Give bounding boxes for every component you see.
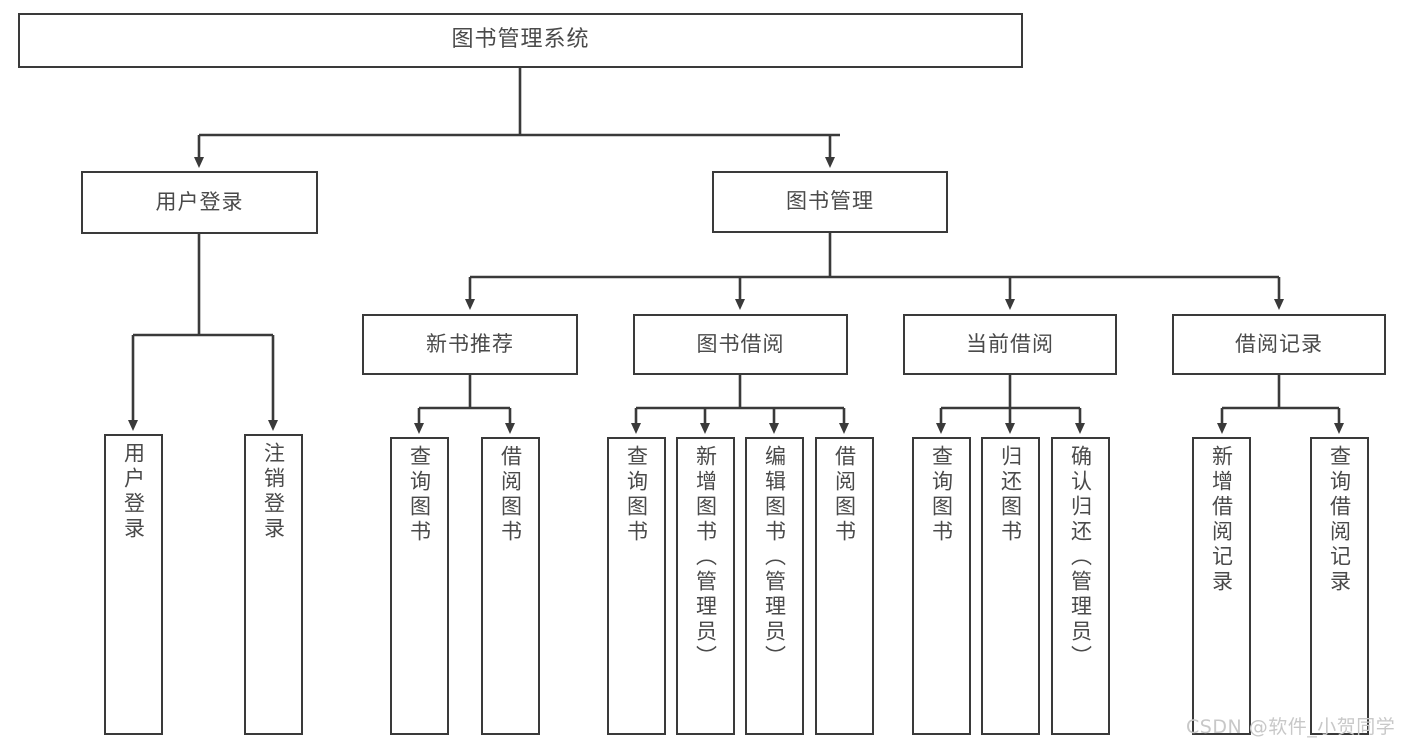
leaf-current-borrow-return-book[interactable]: 归还图书	[981, 437, 1040, 735]
node-label: 借阅记录	[1235, 331, 1323, 356]
leaf-current-borrow-confirm-return-admin[interactable]: 确认归还（管理员）	[1051, 437, 1110, 735]
leaf-label: 归还图书	[998, 445, 1023, 545]
node-borrow-record[interactable]: 借阅记录	[1172, 314, 1386, 375]
leaf-current-borrow-query-book[interactable]: 查询图书	[912, 437, 971, 735]
leaf-label: 编辑图书（管理员）	[762, 445, 787, 670]
node-new-book-recommend[interactable]: 新书推荐	[362, 314, 578, 375]
node-user-login[interactable]: 用户登录	[81, 171, 318, 234]
node-root-system[interactable]: 图书管理系统	[18, 13, 1023, 68]
leaf-label: 查询图书	[407, 445, 432, 545]
leaf-new-book-query-book[interactable]: 查询图书	[390, 437, 449, 735]
leaf-label: 新增借阅记录	[1209, 445, 1234, 595]
leaf-new-book-borrow-book[interactable]: 借阅图书	[481, 437, 540, 735]
node-label: 图书管理系统	[451, 27, 590, 53]
leaf-label: 查询图书	[929, 445, 954, 545]
node-book-management[interactable]: 图书管理	[712, 171, 948, 233]
node-label: 图书管理	[786, 189, 874, 214]
node-book-borrow[interactable]: 图书借阅	[633, 314, 848, 375]
leaf-book-borrow-edit-book-admin[interactable]: 编辑图书（管理员）	[745, 437, 804, 735]
leaf-label: 确认归还（管理员）	[1068, 445, 1093, 670]
leaf-label: 新增图书（管理员）	[693, 445, 718, 670]
leaf-borrow-record-query-record[interactable]: 查询借阅记录	[1310, 437, 1369, 735]
leaf-label: 借阅图书	[832, 445, 857, 545]
leaf-label: 查询借阅记录	[1327, 445, 1352, 595]
node-current-borrow[interactable]: 当前借阅	[903, 314, 1117, 375]
leaf-borrow-record-add-record[interactable]: 新增借阅记录	[1192, 437, 1251, 735]
node-label: 图书借阅	[696, 331, 785, 356]
leaf-label: 用户登录	[121, 442, 146, 542]
leaf-book-borrow-borrow-book[interactable]: 借阅图书	[815, 437, 874, 735]
leaf-user-login-login[interactable]: 用户登录	[104, 434, 163, 735]
leaf-book-borrow-query-book[interactable]: 查询图书	[607, 437, 666, 735]
node-label: 新书推荐	[426, 331, 514, 356]
leaf-user-login-logout[interactable]: 注销登录	[244, 434, 303, 735]
leaf-label: 查询图书	[624, 445, 649, 545]
leaf-label: 借阅图书	[498, 445, 523, 545]
node-label: 当前借阅	[966, 331, 1054, 356]
csdn-watermark: CSDN @软件_小贺同学	[1186, 716, 1396, 738]
leaf-book-borrow-add-book-admin[interactable]: 新增图书（管理员）	[676, 437, 735, 735]
node-label: 用户登录	[155, 189, 244, 214]
leaf-label: 注销登录	[261, 442, 286, 542]
